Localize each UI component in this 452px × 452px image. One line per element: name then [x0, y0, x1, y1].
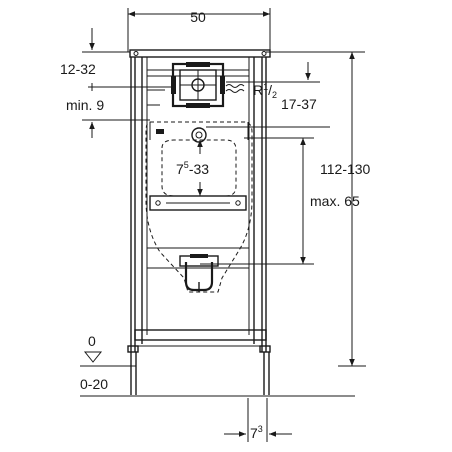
drain-fitting [179, 254, 219, 292]
valve-box [171, 62, 225, 108]
total-height-label: 112-130 [320, 161, 371, 177]
inlet-range-label: 17-37 [281, 96, 317, 112]
foot-dimension: 73 [224, 398, 292, 442]
floor-zero-label: 0 [88, 333, 96, 349]
frame-width-label: 50 [190, 9, 206, 25]
bowl-range: 75-33 [176, 140, 209, 196]
frame [127, 49, 271, 395]
foot-width-label: 73 [250, 424, 263, 441]
bowl-range-label: 75-33 [176, 160, 209, 177]
max-height-label: max. 65 [310, 193, 360, 209]
min-depth-label: min. 9 [66, 97, 104, 113]
top-offset-label: 12-32 [60, 61, 96, 77]
pipe-thread-callout: R1/2 [225, 82, 277, 100]
right-dimensions: 17-37 max. 65 112-130 [200, 51, 371, 367]
left-dimensions: 12-32 min. 9 [60, 28, 175, 138]
floor-range-label: 0-20 [80, 376, 108, 392]
width-dimension: 50 [127, 8, 271, 52]
floor-level: 0 0-20 [80, 333, 355, 397]
pipe-thread-label: R1/2 [253, 82, 277, 100]
